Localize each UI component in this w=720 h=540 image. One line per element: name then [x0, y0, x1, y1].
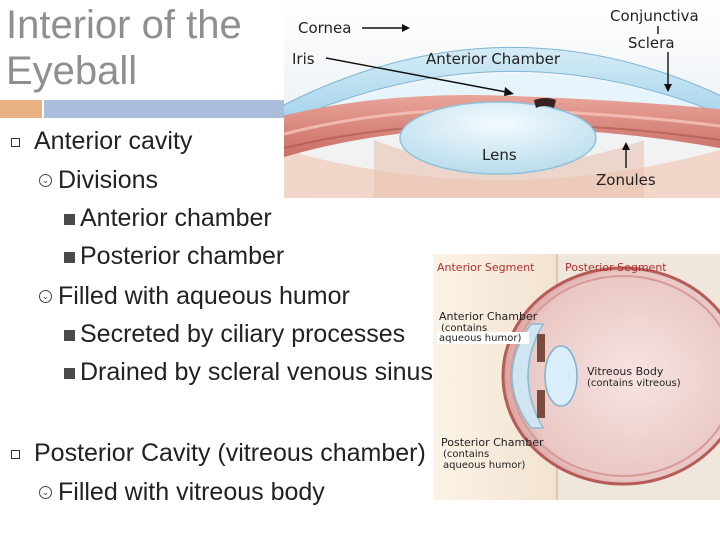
- label-posterior-chamber: Posterior Chamber: [441, 436, 544, 449]
- bullet-anterior-chamber: Anterior chamber: [80, 204, 272, 232]
- label-posterior-chamber-aqueous: aqueous humor): [443, 460, 525, 471]
- label-anterior-chamber: Anterior Chamber: [439, 310, 538, 323]
- label-posterior-chamber-contains: (contains: [443, 449, 489, 460]
- label-anterior-chamber: Anterior Chamber: [426, 50, 561, 68]
- bullet-filled-square-icon: [64, 368, 75, 379]
- bullet-square-icon: [11, 138, 20, 147]
- bullet-anterior-cavity: Anterior cavity: [34, 127, 193, 155]
- bullet-filled-square-icon: [64, 330, 75, 341]
- title-accent-bar-orange: [0, 100, 42, 118]
- bullet-posterior-cavity: Posterior Cavity (vitreous chamber): [34, 439, 426, 467]
- label-vitreous-contains: (contains vitreous): [587, 378, 681, 389]
- label-vitreous-body: Vitreous Body: [587, 365, 664, 378]
- bullet-circle-icon: ⌄: [39, 174, 52, 187]
- bullet-drained: Drained by scleral venous sinus: [80, 358, 433, 386]
- bullet-divisions: Divisions: [58, 166, 159, 194]
- bullet-square-icon: [11, 450, 20, 459]
- label-cornea: Cornea: [298, 19, 351, 37]
- eye-segments-figure: Anterior Segment Posterior Segment Anter…: [433, 254, 720, 500]
- label-anterior-chamber-aqueous: aqueous humor): [439, 333, 521, 344]
- bullet-secreted: Secreted by ciliary processes: [80, 320, 406, 348]
- label-iris: Iris: [292, 50, 315, 68]
- eye-anterior-cross-section-figure: Cornea Iris Anterior Chamber Conjunctiva…: [284, 0, 720, 198]
- bullet-filled-square-icon: [64, 252, 75, 263]
- bullet-circle-icon: ⌄: [39, 486, 52, 499]
- label-sclera: Sclera: [628, 34, 675, 52]
- label-posterior-segment: Posterior Segment: [565, 261, 667, 274]
- label-conjunctiva: Conjunctiva: [610, 7, 699, 25]
- bullet-filled-vitreous: Filled with vitreous body: [58, 478, 325, 506]
- bullet-posterior-chamber: Posterior chamber: [80, 242, 285, 270]
- label-zonules: Zonules: [596, 171, 656, 189]
- label-anterior-chamber-contains: (contains: [441, 323, 487, 334]
- label-anterior-segment: Anterior Segment: [437, 261, 535, 274]
- bullet-filled-square-icon: [64, 214, 75, 225]
- slide-title: Interior of the Eyeball: [6, 3, 242, 93]
- title-accent-bar-blue: [44, 100, 284, 118]
- bullet-circle-icon: ⌄: [39, 290, 52, 303]
- bullet-filled-aqueous: Filled with aqueous humor: [58, 282, 350, 310]
- label-lens: Lens: [482, 146, 517, 164]
